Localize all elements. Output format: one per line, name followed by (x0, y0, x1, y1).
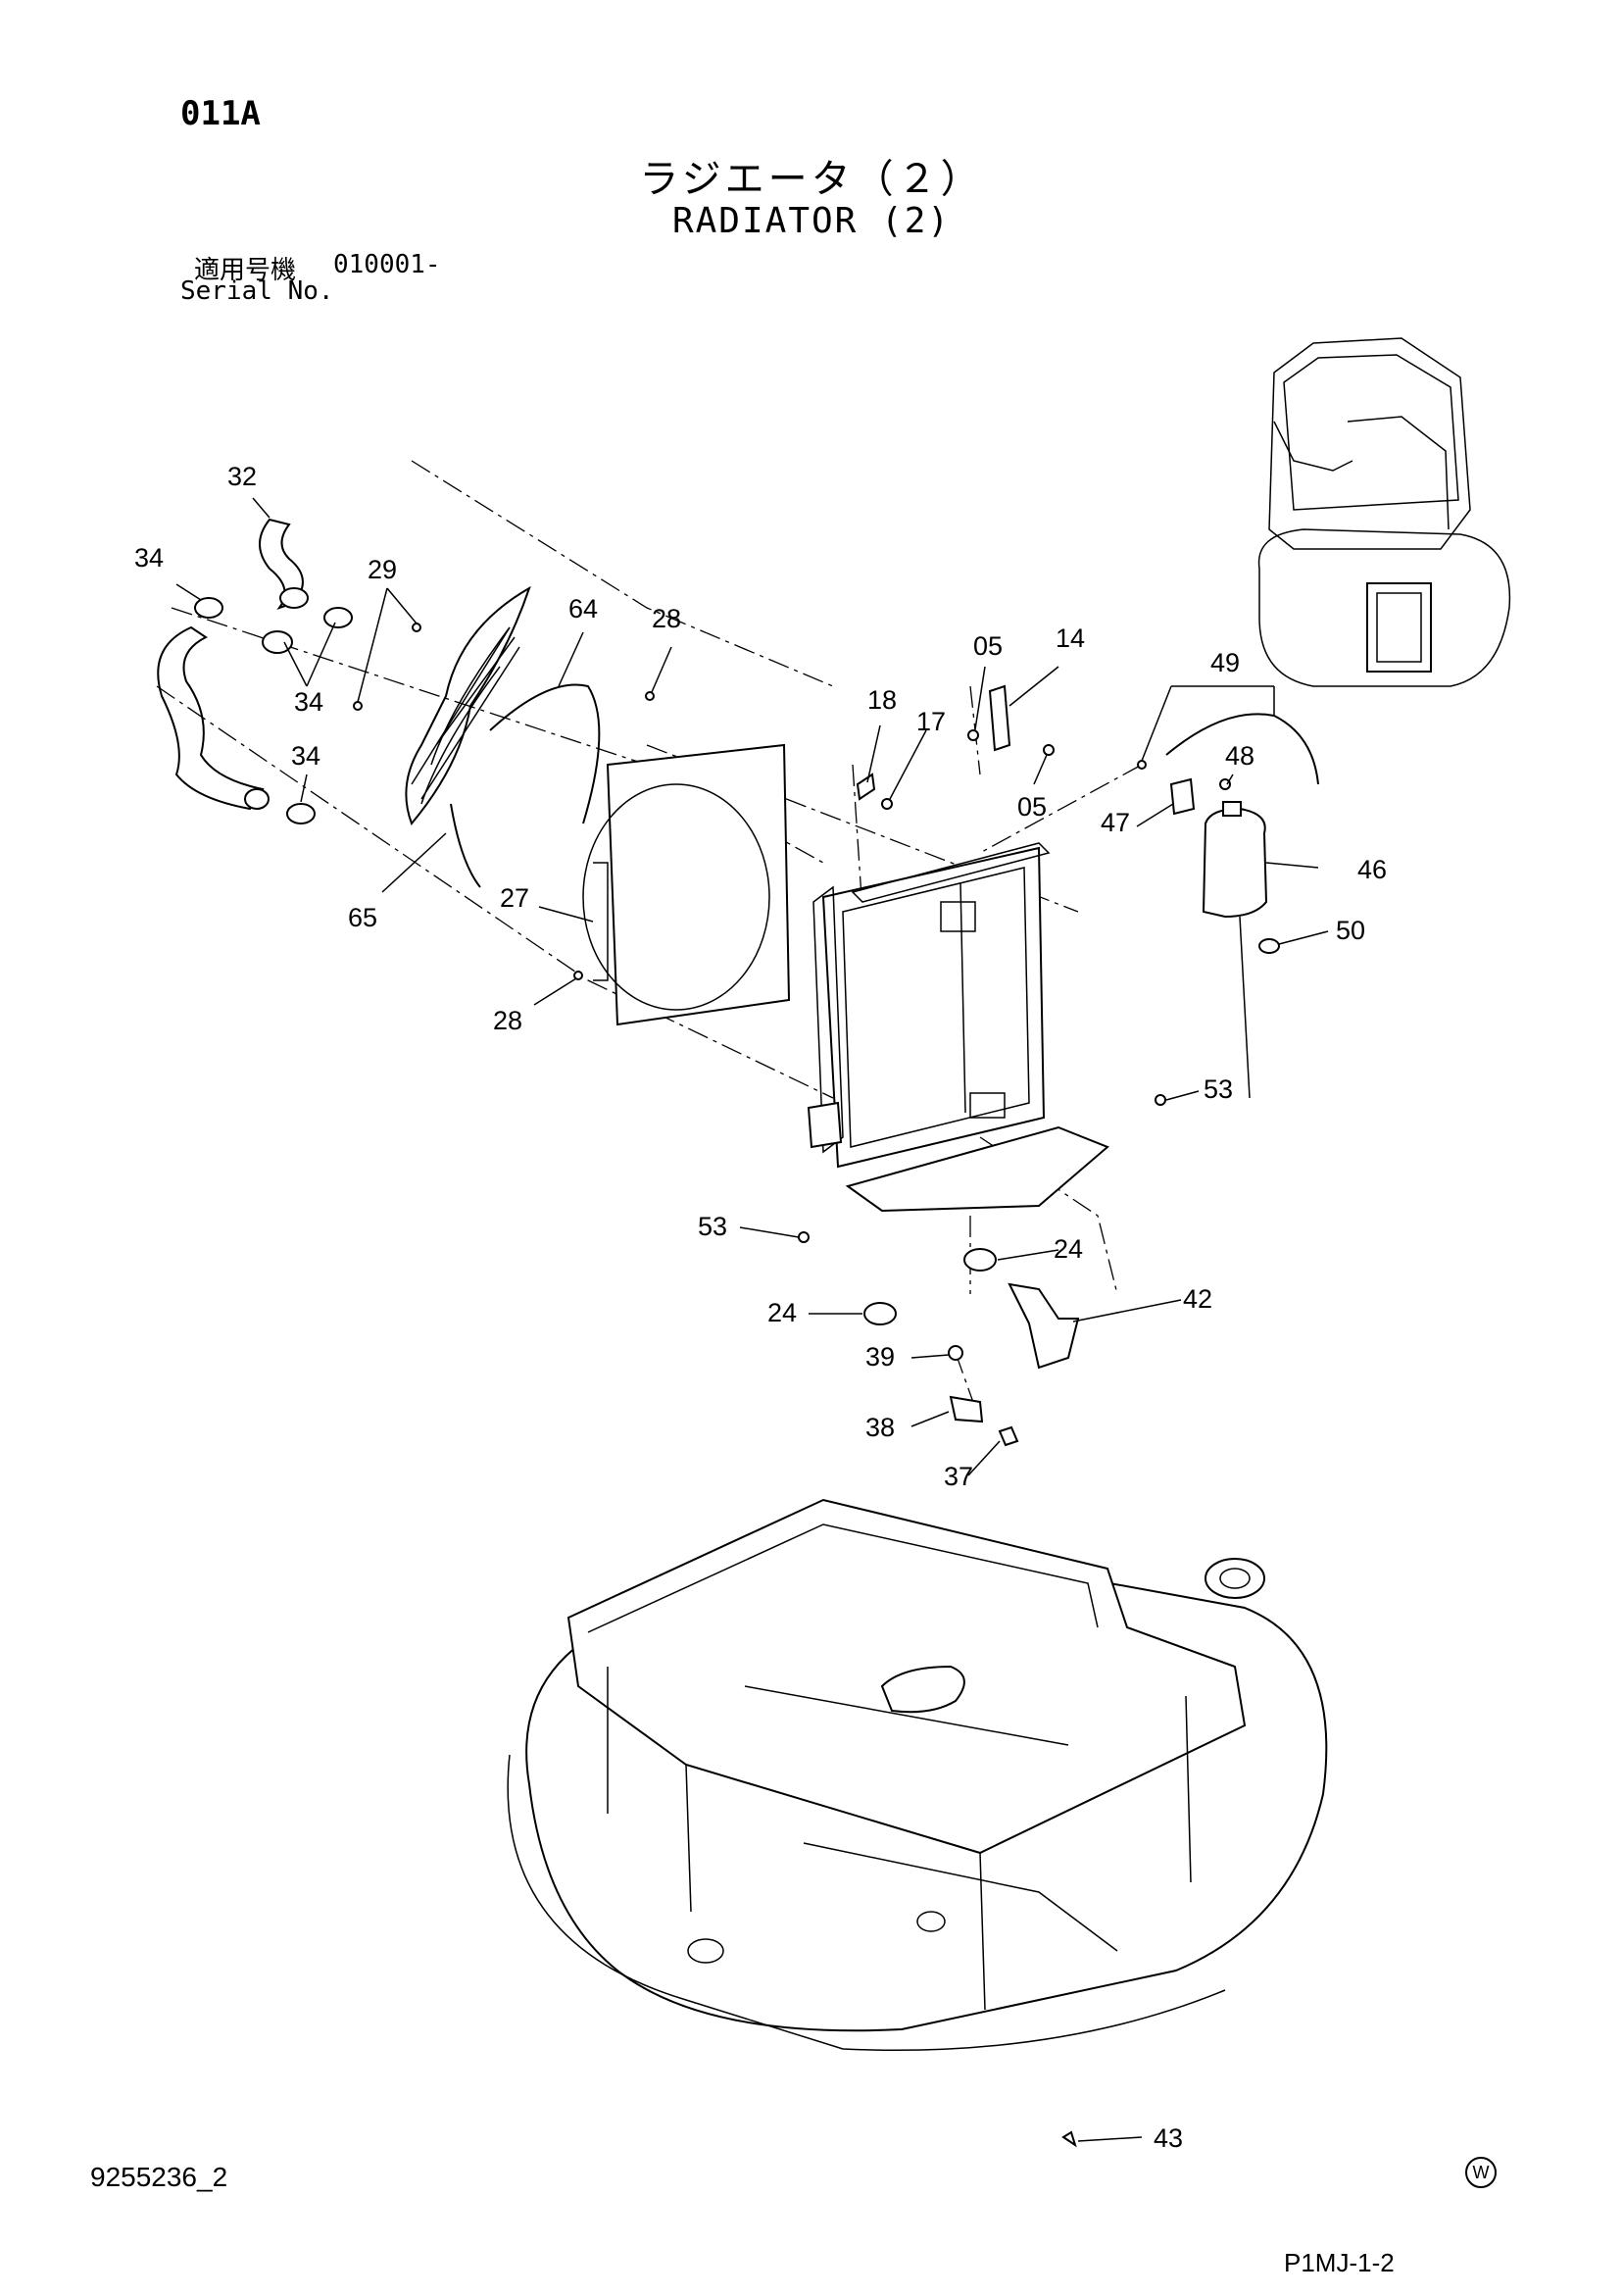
callout-38: 38 (865, 1413, 895, 1442)
excavator-thumbnail (1257, 337, 1511, 687)
callout-14: 14 (1056, 624, 1085, 653)
callout-43: 43 (1154, 2123, 1183, 2153)
seal-64 (489, 683, 601, 824)
callout-46: 46 (1357, 855, 1387, 884)
fan-guard (353, 585, 531, 825)
title-english: RADIATOR (2) (671, 201, 952, 241)
bolt-48 (1219, 778, 1231, 790)
bolt-05-lower (1043, 744, 1055, 756)
seal-65 (450, 803, 481, 888)
callout-18: 18 (867, 685, 897, 715)
callout-34-clamp: 34 (294, 687, 323, 717)
page-reference: P1MJ-1-2 (1284, 2248, 1395, 2277)
fan-shroud-27 (573, 691, 791, 1026)
clamps-34 (194, 597, 353, 824)
callout-05-upper: 05 (973, 631, 1003, 661)
grommet-43 (1061, 2130, 1077, 2148)
callout-34-hose: 34 (134, 543, 164, 573)
mount-24-lower (863, 1302, 897, 1325)
callout-28-upper: 28 (652, 604, 681, 633)
lower-hose (157, 625, 270, 811)
callout-24-lower: 24 (767, 1298, 797, 1327)
callout-28-lower: 28 (493, 1006, 522, 1035)
cap-50 (1258, 938, 1280, 954)
bracket-38 (949, 1395, 984, 1423)
nut-39 (948, 1345, 963, 1361)
radiator-core (807, 842, 1051, 1169)
page-code: 011A (180, 94, 261, 133)
callout-34-lower: 34 (291, 741, 320, 771)
callout-05-lower: 05 (1017, 792, 1047, 822)
callout-53-left: 53 (698, 1212, 727, 1241)
bolt-17 (881, 798, 893, 810)
callout-48: 48 (1225, 741, 1254, 771)
bolt-53-left (798, 1231, 810, 1243)
callout-50: 50 (1336, 916, 1365, 945)
serial-value: 010001- (333, 250, 441, 279)
serial-label-japanese: 適用号機 (194, 256, 297, 285)
callout-64: 64 (568, 594, 598, 624)
title-japanese: ラジエータ（２） (639, 157, 984, 202)
upper-frame (507, 1498, 1328, 2051)
callout-37: 37 (944, 1462, 973, 1491)
bracket-47 (1169, 777, 1196, 816)
callout-49: 49 (1210, 648, 1240, 677)
mount-24-upper (963, 1248, 997, 1272)
callout-32: 32 (227, 462, 257, 491)
serial-label-english: Serial No. (180, 276, 334, 306)
bolt-05-upper (967, 729, 979, 741)
callout-39: 39 (865, 1342, 895, 1372)
upper-hose-32 (259, 518, 309, 610)
callout-27: 27 (500, 883, 529, 913)
callout-53-right: 53 (1204, 1074, 1233, 1104)
bolt-53-right (1155, 1094, 1166, 1106)
callout-47: 47 (1101, 808, 1130, 837)
leader-lines (175, 497, 1329, 2142)
document-id: 9255236_2 (90, 2162, 228, 2192)
under-cover (845, 1125, 1109, 1213)
bracket-42 (1008, 1282, 1080, 1370)
callout-42: 42 (1183, 1284, 1212, 1314)
bolt-37 (998, 1425, 1019, 1447)
plate-18 (856, 773, 876, 801)
callout-17: 17 (916, 707, 946, 736)
callout-65: 65 (348, 903, 377, 932)
bracket-14 (988, 684, 1011, 752)
callout-24-upper: 24 (1054, 1234, 1083, 1264)
watermark-symbol: W (1465, 2157, 1497, 2188)
reserve-tank-46 (1202, 801, 1268, 1099)
callout-29: 29 (368, 555, 397, 584)
